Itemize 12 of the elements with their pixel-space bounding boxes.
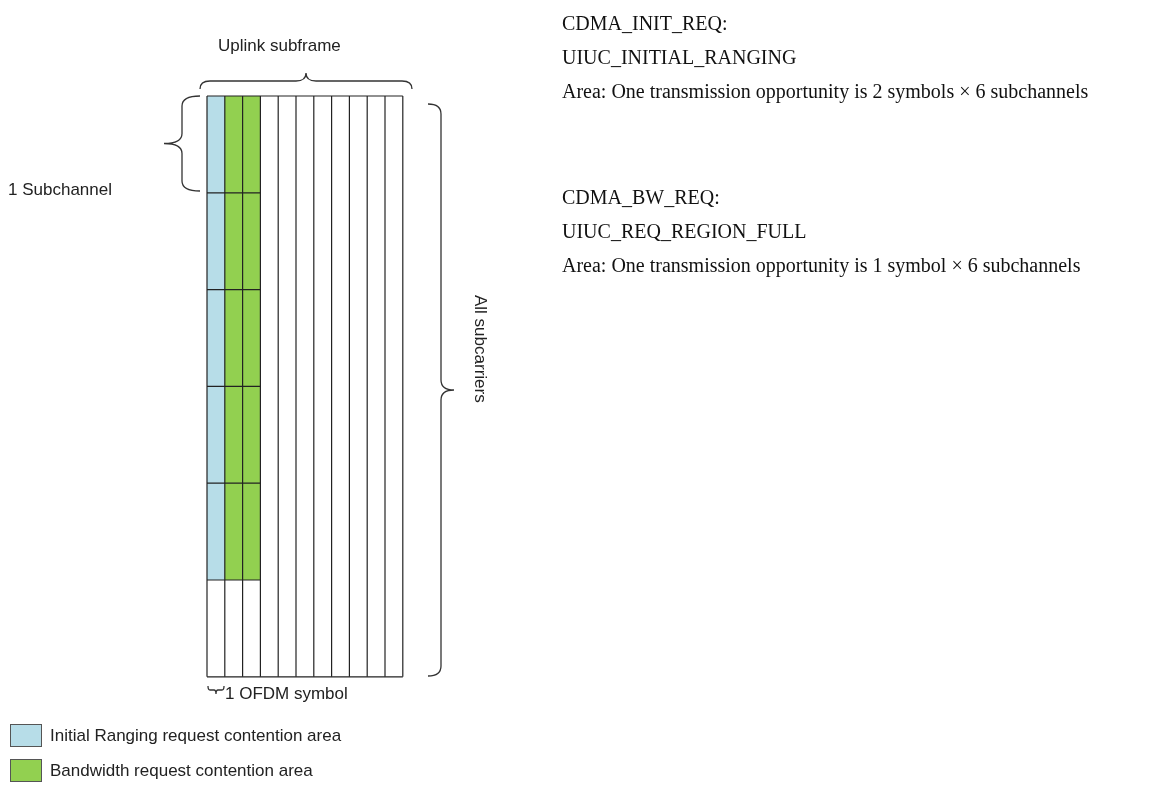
dimension-label: 1 OFDM symbol [225,684,348,704]
dimension-label: 1 Subchannel [8,180,112,200]
area-note: Area: One transmission opportunity is 2 symbols × 6 subchannels [562,79,1090,105]
request-type-label: CDMA_INIT_REQ: [562,11,729,36]
legend-text: Initial Ranging request contention area [50,725,342,746]
legend-text: Bandwidth request contention area [50,760,313,781]
uiuc-label: UIUC_REQ_REGION_FULL [562,219,808,244]
dimension-label: All subcarriers [470,295,490,403]
area-note: Area: One transmission opportunity is 1 symbol × 6 subchannels [562,253,1082,279]
dimension-label: Uplink subframe [218,36,341,56]
request-type-label: CDMA_BW_REQ: [562,185,721,210]
uiuc-label: UIUC_INITIAL_RANGING [562,45,798,70]
